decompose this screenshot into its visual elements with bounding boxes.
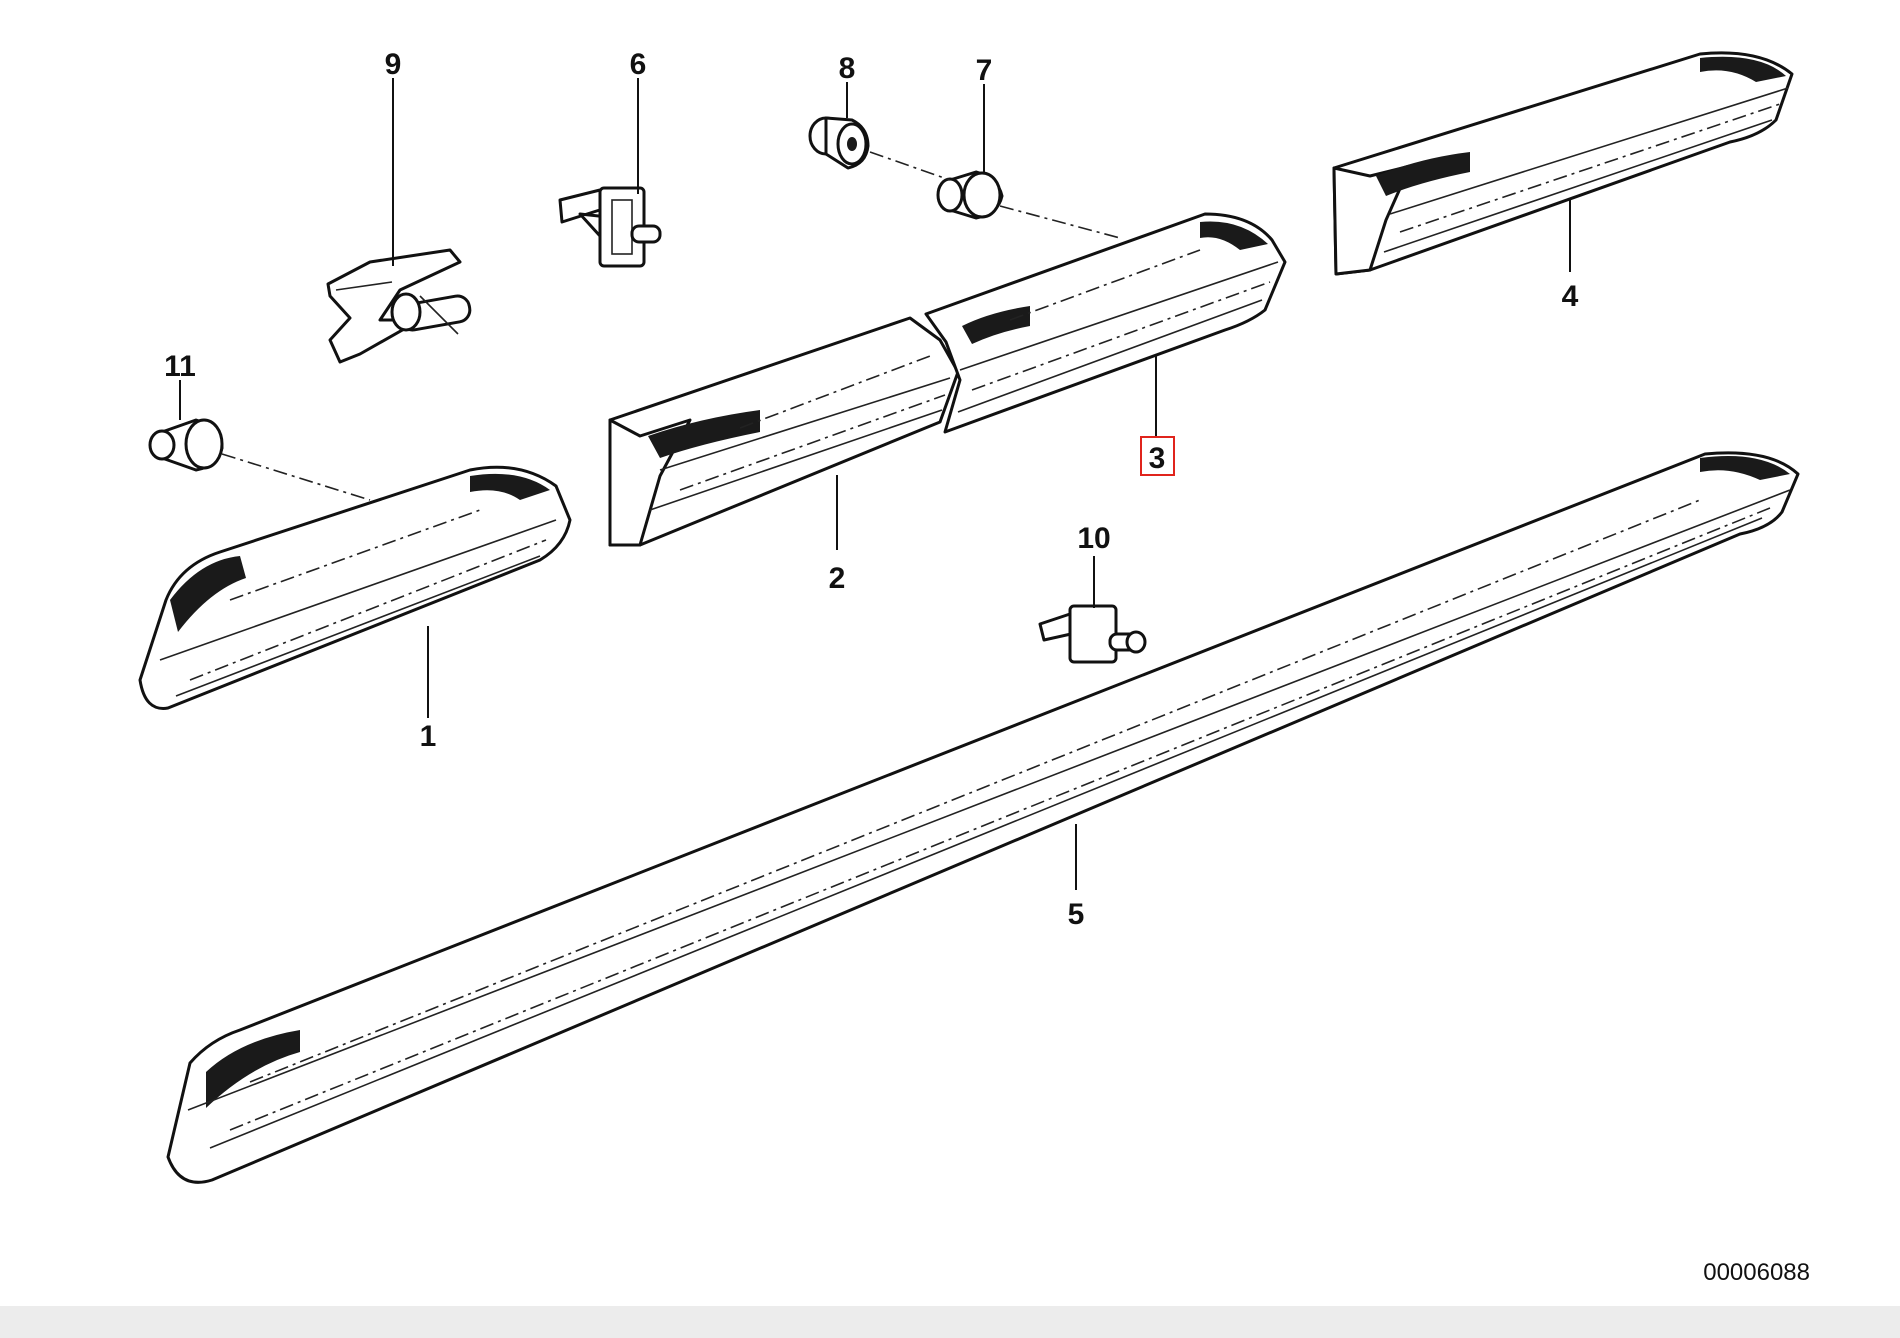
- callout-9[interactable]: 9: [385, 48, 402, 81]
- callout-10[interactable]: 10: [1077, 522, 1110, 555]
- part-6-clip[interactable]: [558, 186, 662, 268]
- part-2-door-moulding[interactable]: [608, 316, 960, 547]
- part-5-long-moulding[interactable]: [166, 451, 1800, 1184]
- callout-6[interactable]: 6: [630, 48, 647, 81]
- callout-3[interactable]: 3: [1149, 442, 1166, 475]
- leader-lines: [179, 78, 1571, 890]
- part-7-grommet[interactable]: [936, 170, 1004, 220]
- assembly-line-7-3: [999, 205, 1121, 239]
- callout-1[interactable]: 1: [420, 720, 437, 753]
- callout-highlight-box: [1140, 436, 1175, 476]
- callout-4[interactable]: 4: [1562, 280, 1579, 313]
- part-8-nut[interactable]: [808, 116, 870, 170]
- part-9-clip[interactable]: [326, 248, 472, 364]
- part-11-grommet[interactable]: [148, 418, 224, 472]
- part-4-rear-moulding[interactable]: [1332, 51, 1794, 276]
- callout-5[interactable]: 5: [1068, 898, 1085, 931]
- diagram-id: 00006088: [1703, 1259, 1810, 1286]
- callout-7[interactable]: 7: [976, 54, 993, 87]
- assembly-line-11-1: [221, 453, 371, 501]
- assembly-line-8-7: [869, 151, 951, 181]
- part-1-front-moulding[interactable]: [138, 465, 572, 710]
- part-10-clip[interactable]: [1038, 604, 1147, 664]
- footer-strip: [0, 1306, 1900, 1338]
- callout-11[interactable]: 11: [164, 350, 196, 383]
- callout-2[interactable]: 2: [829, 562, 846, 595]
- part-3-door-moulding[interactable]: [924, 212, 1287, 434]
- callout-8[interactable]: 8: [839, 52, 856, 85]
- callout-3-highlighted[interactable]: 3: [1140, 436, 1175, 476]
